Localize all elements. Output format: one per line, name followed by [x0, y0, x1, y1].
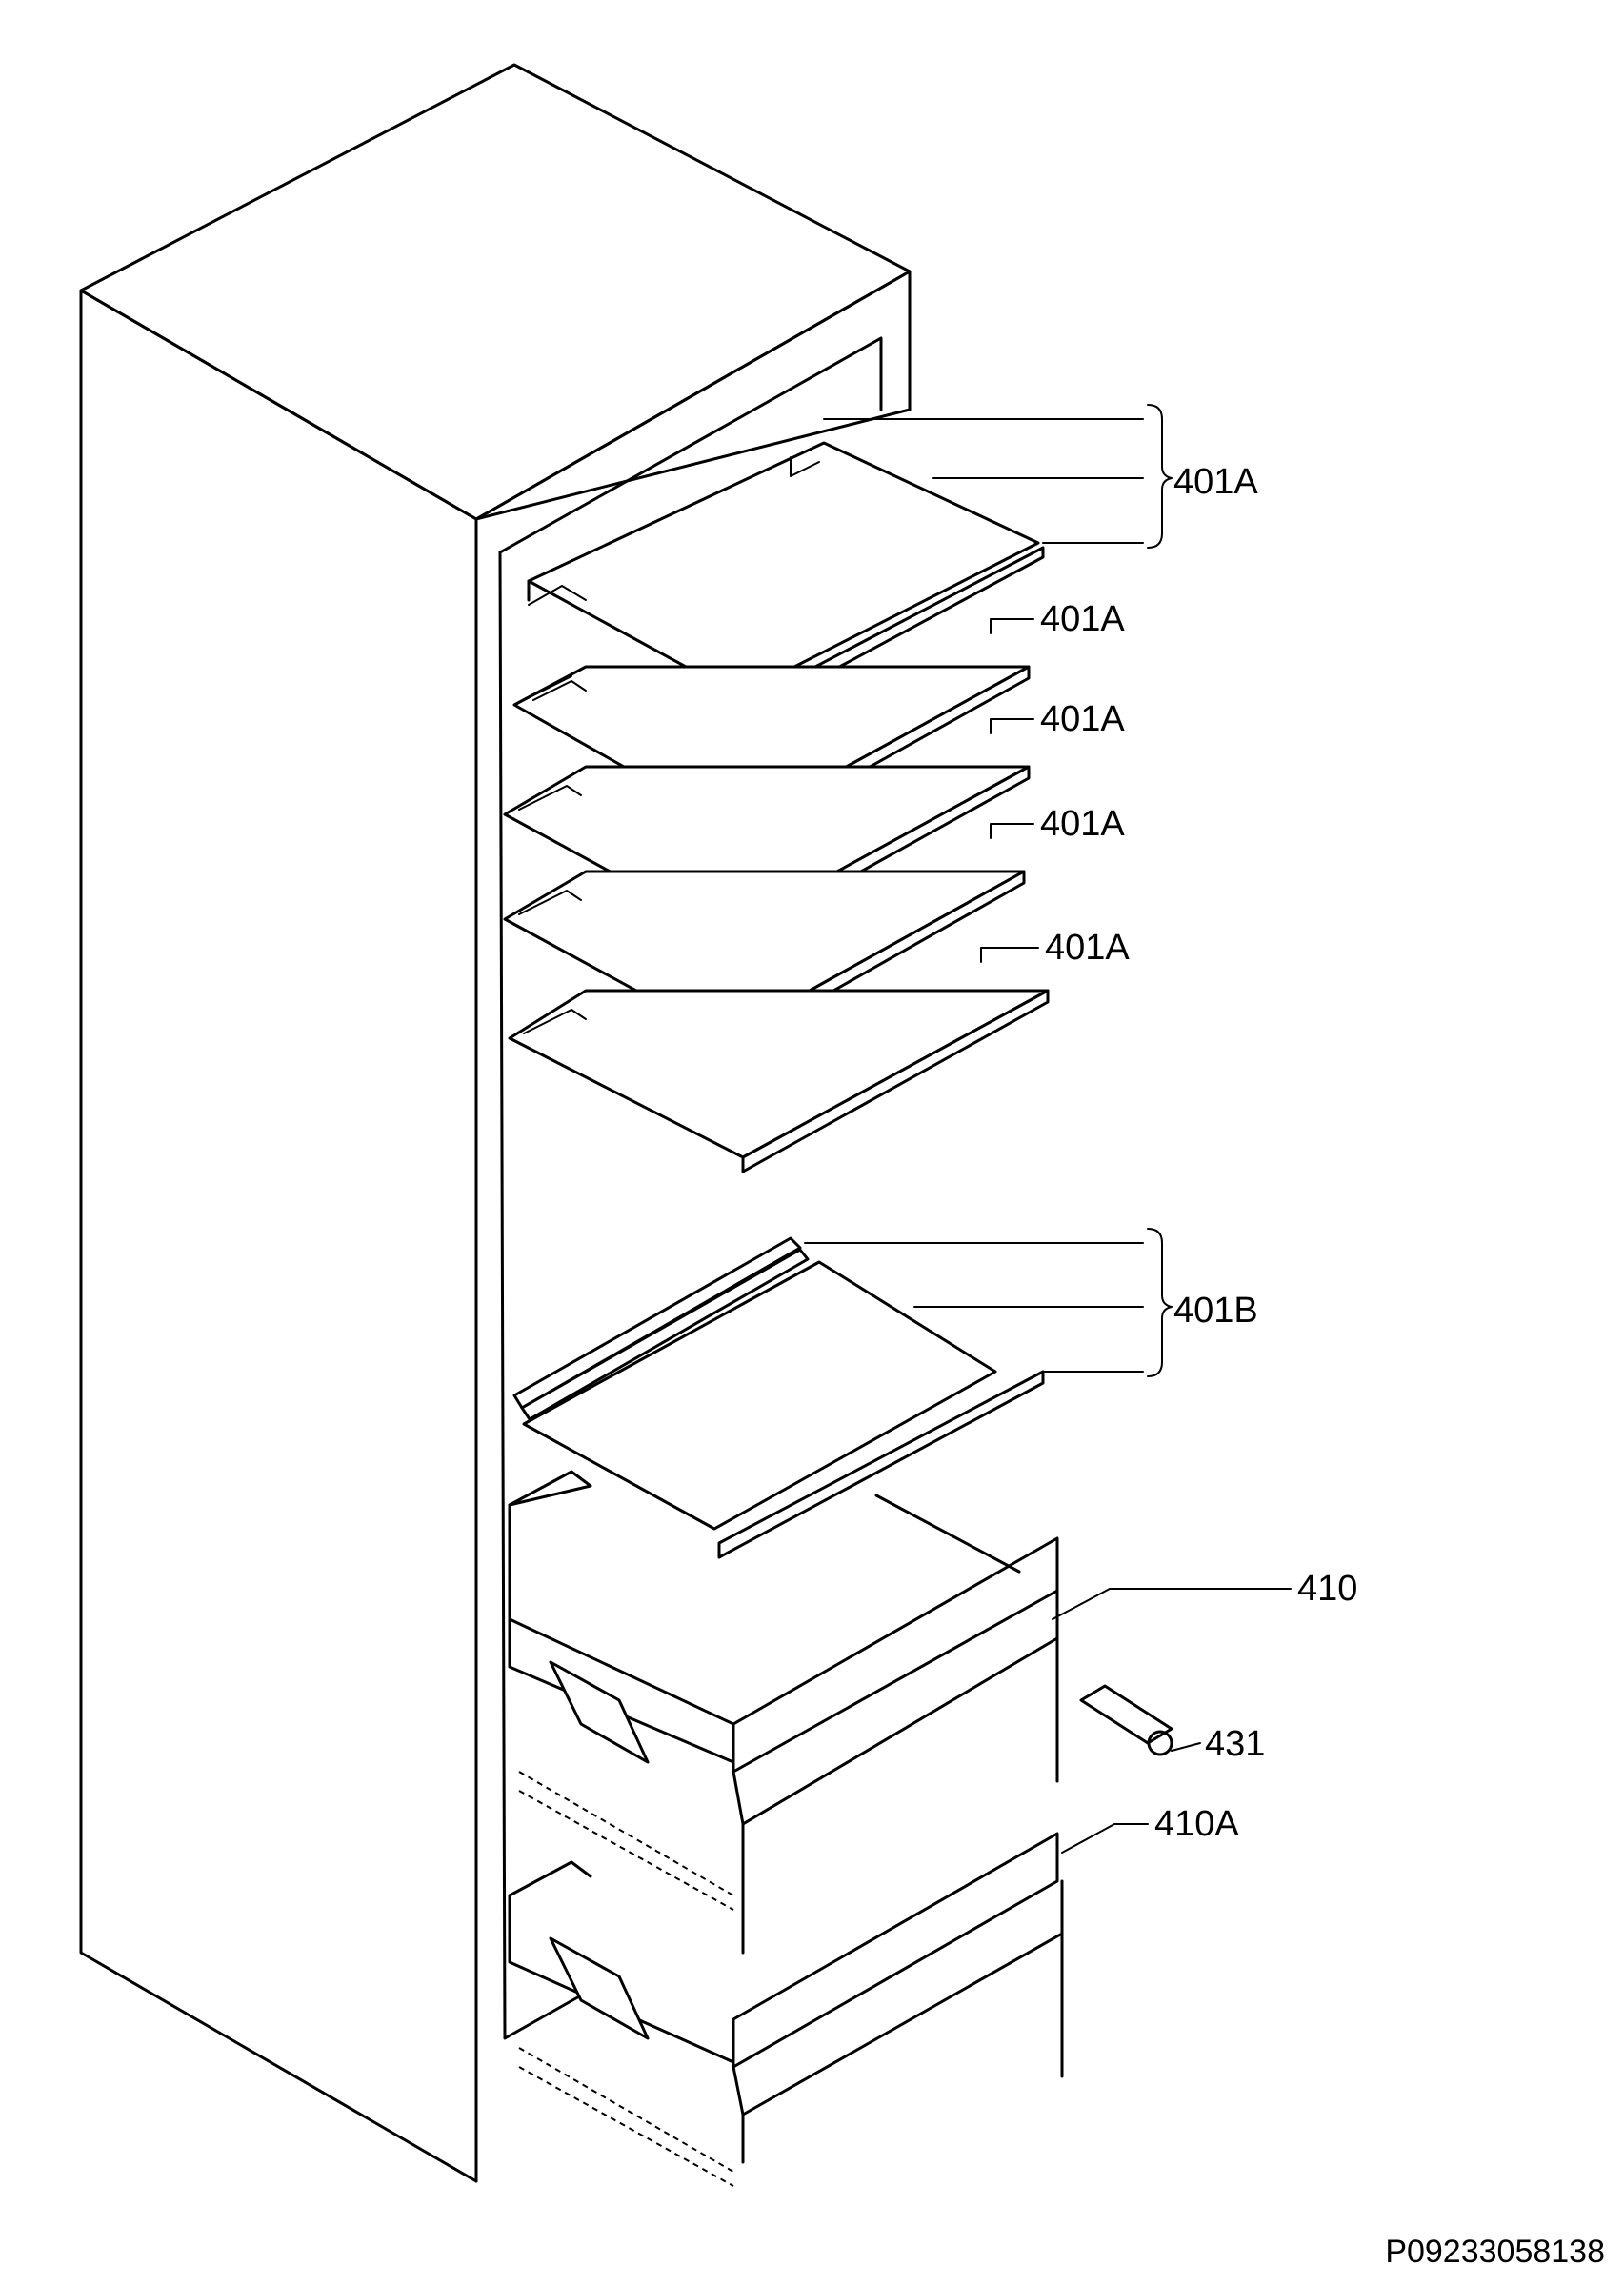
label-401a-shelf-5: 401A — [1045, 928, 1130, 968]
drawer-lower — [508, 1832, 1064, 2187]
fridge-cabinet — [79, 63, 912, 2183]
shelf-lower-group — [512, 1236, 1045, 1559]
shelf-5 — [508, 989, 1050, 1173]
drawer-rail — [1079, 1684, 1173, 1756]
label-401a-shelf-3: 401A — [1040, 699, 1125, 739]
label-401a-shelf-2: 401A — [1040, 599, 1125, 639]
label-410a: 410A — [1154, 1804, 1239, 1844]
diagram-code: P09233058138 — [1385, 2234, 1605, 2270]
label-401a-group: 401A — [1173, 462, 1258, 502]
label-410: 410 — [1297, 1569, 1357, 1609]
leader-lines — [804, 404, 1292, 1854]
label-401b-group: 401B — [1173, 1291, 1258, 1331]
label-431: 431 — [1205, 1724, 1265, 1764]
label-401a-shelf-4: 401A — [1040, 804, 1125, 844]
drawer-upper — [508, 1470, 1059, 1955]
